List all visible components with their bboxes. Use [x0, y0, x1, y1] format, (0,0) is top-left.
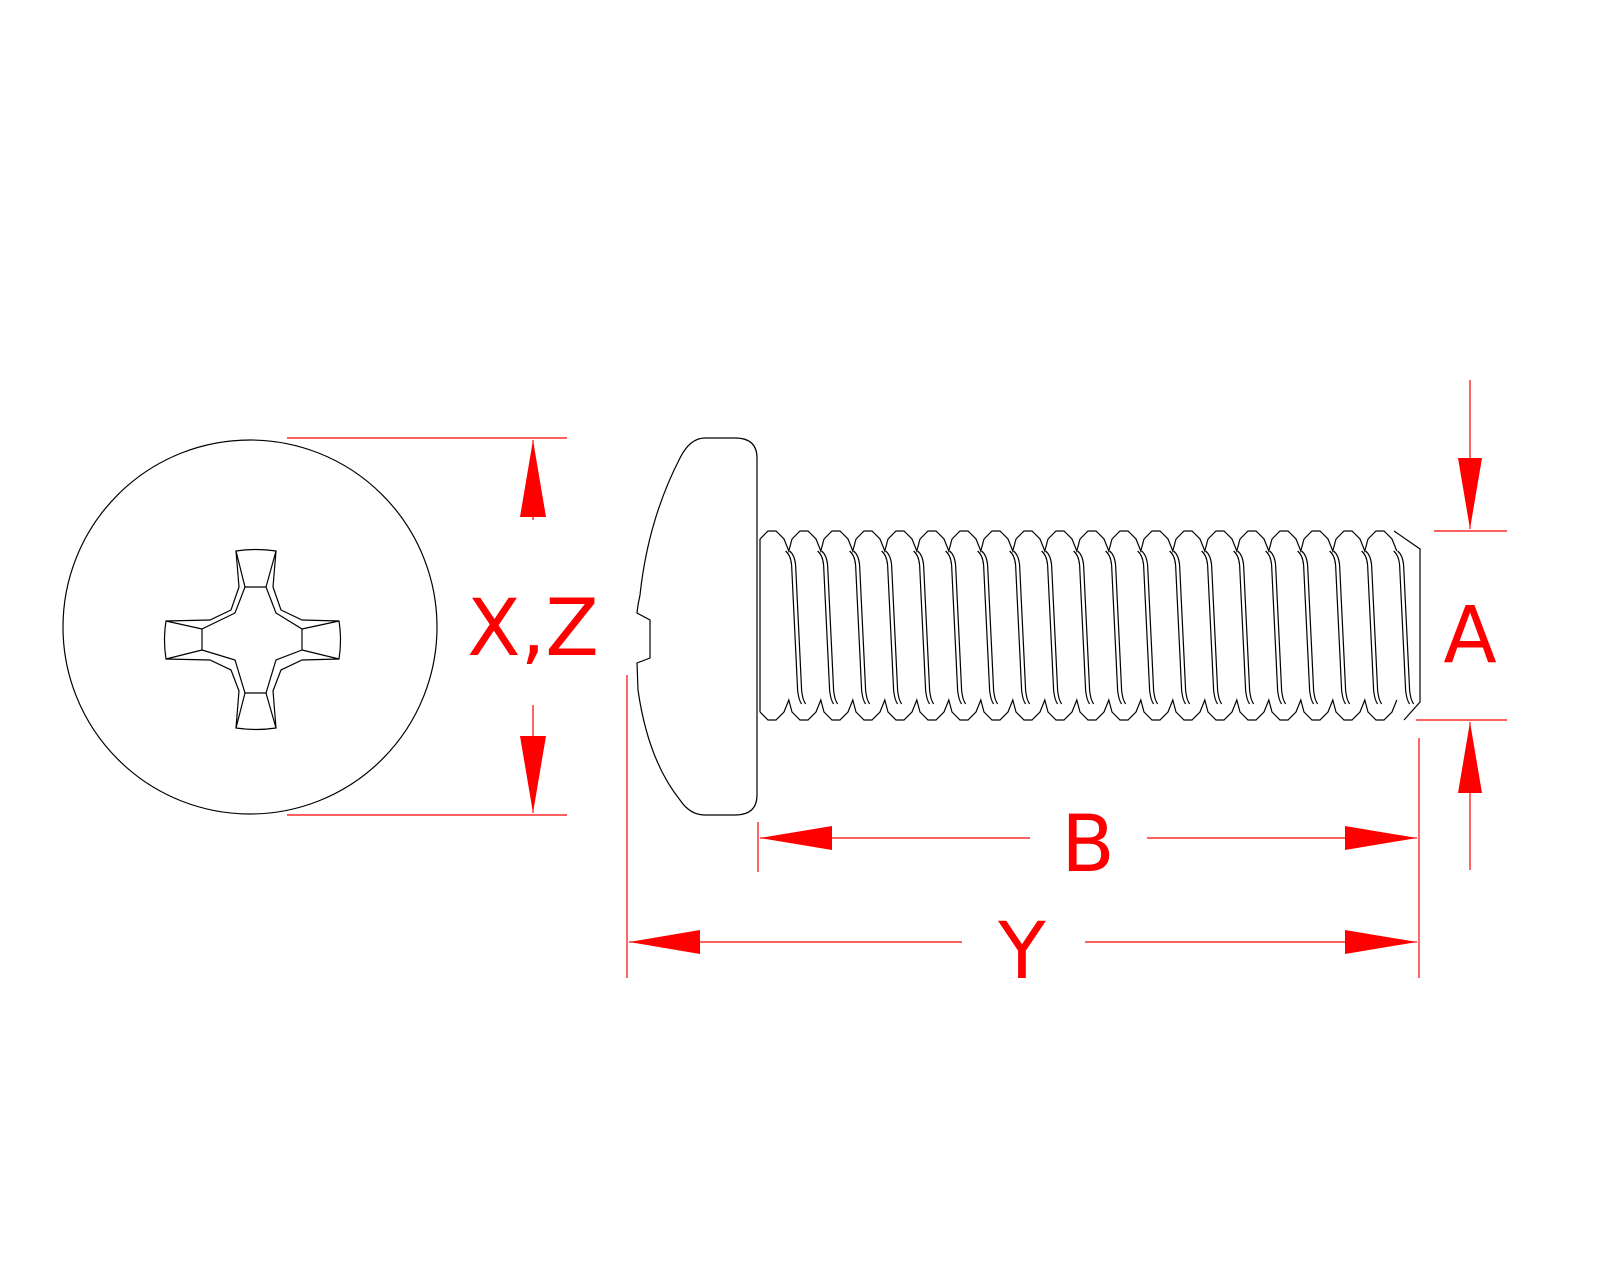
arrow-up-icon	[520, 440, 546, 517]
thread-root-line	[1077, 550, 1095, 705]
arrow-right-icon	[1345, 826, 1417, 850]
thread-root-line	[1397, 550, 1415, 705]
thread-root-line	[945, 550, 963, 705]
arrow-left-icon	[760, 826, 832, 850]
thread-root-line	[913, 550, 931, 705]
dimension-b: B	[757, 738, 1420, 978]
shank-chamfer-end	[1393, 530, 1421, 721]
thread-root-line	[1301, 550, 1319, 705]
thread-root-line	[853, 550, 871, 705]
thread-root-line	[1009, 550, 1027, 705]
dimension-xz: X,Z	[287, 437, 599, 816]
thread-root-line	[1141, 550, 1159, 705]
thread-root-line	[1329, 550, 1347, 705]
thread-root-line	[1265, 550, 1283, 705]
thread-root-line	[881, 550, 899, 705]
arrow-down-icon	[1458, 458, 1482, 529]
dimension-a: A	[1416, 380, 1507, 870]
thread-root-line	[1109, 550, 1127, 705]
thread-root-line	[885, 550, 903, 705]
thread-root-line	[1105, 550, 1123, 705]
head-outline-circle	[62, 439, 438, 815]
thread-root-line	[1237, 550, 1255, 705]
label-a: A	[1443, 591, 1496, 681]
thread-root-line	[1393, 550, 1411, 705]
thread-root-line	[949, 550, 967, 705]
thread-crest-top	[759, 530, 1398, 553]
threaded-shank	[759, 530, 1421, 721]
thread-root-line	[817, 550, 835, 705]
arrow-up-icon	[1458, 722, 1482, 793]
head-top-view	[62, 439, 438, 815]
thread-root-line	[1233, 550, 1251, 705]
thread-root-line	[785, 550, 803, 705]
head-side-view	[636, 437, 758, 816]
thread-root-line	[1269, 550, 1287, 705]
thread-root-line	[977, 550, 995, 705]
arrow-right-icon	[1345, 930, 1417, 954]
thread-root-line	[1013, 550, 1031, 705]
thread-root-line	[1361, 550, 1379, 705]
thread-root-line	[1041, 550, 1059, 705]
label-xz: X,Z	[467, 584, 599, 674]
dimension-y: Y	[626, 675, 1417, 997]
thread-root-line	[1169, 550, 1187, 705]
thread-root-line	[917, 550, 935, 705]
phillips-recess-icon	[163, 548, 342, 731]
thread-root-line	[1201, 550, 1219, 705]
thread-crest-bottom	[759, 698, 1398, 721]
thread-root-line	[1173, 550, 1191, 705]
label-y: Y	[997, 907, 1046, 997]
thread-root-line	[821, 550, 839, 705]
arrow-left-icon	[629, 930, 700, 954]
thread-root-line	[1137, 550, 1155, 705]
pan-head-profile	[636, 437, 758, 816]
thread-root-line	[1205, 550, 1223, 705]
thread-root-line	[1297, 550, 1315, 705]
thread-root-line	[1365, 550, 1383, 705]
thread-root-line	[849, 550, 867, 705]
arrow-down-icon	[520, 736, 546, 813]
thread-root-line	[1045, 550, 1063, 705]
thread-root-line	[1333, 550, 1351, 705]
label-b: B	[1061, 800, 1115, 890]
thread-root-line	[1073, 550, 1091, 705]
thread-root-line	[789, 550, 807, 705]
thread-root-line	[981, 550, 999, 705]
